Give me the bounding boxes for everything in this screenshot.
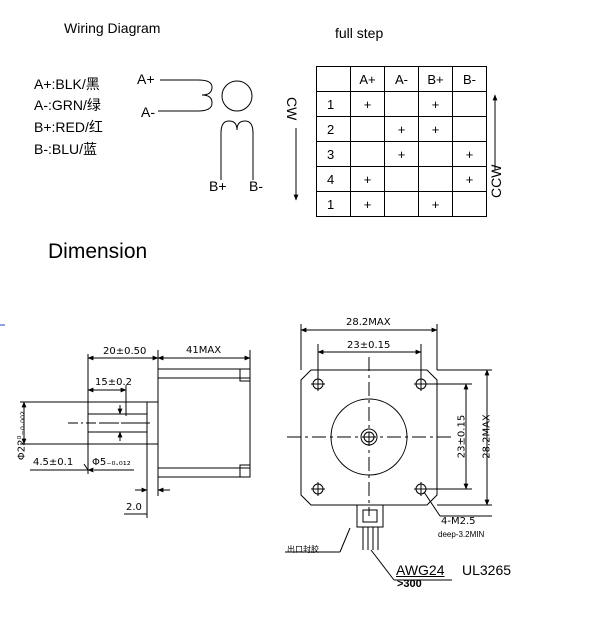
coil-a-symbol bbox=[158, 79, 253, 112]
dim-front-height-max: 28.2MAX bbox=[481, 414, 493, 459]
table-cell: + bbox=[418, 191, 453, 217]
dim-flat-length: 15±0.2 bbox=[95, 377, 133, 388]
motor-side-view bbox=[68, 368, 251, 478]
coil-label-a-plus: A+ bbox=[137, 71, 155, 87]
coil-label-b-plus: B+ bbox=[209, 178, 227, 194]
lead-length: >300 bbox=[397, 578, 422, 590]
dim-shaft-length: 20±0.50 bbox=[103, 346, 147, 357]
dim-boss-diameter: Φ22⁰₋₀.₀₀₂ bbox=[16, 410, 28, 461]
coil-b-symbol bbox=[220, 120, 254, 180]
dim-mount-holes: 4-M2.5 bbox=[441, 516, 476, 527]
dimension-title: Dimension bbox=[48, 240, 148, 263]
table-cell: + bbox=[384, 116, 419, 142]
step-sequence-table: A+ A- B+ B- 1 + + 2 + + 3 + + 4 + + 1 + … bbox=[316, 66, 487, 217]
dim-front-width-max: 28.2MAX bbox=[346, 317, 391, 328]
table-cell: 3 bbox=[316, 141, 351, 167]
wiring-diagram-title: Wiring Diagram bbox=[64, 20, 161, 36]
wire-legend-a-plus: A+:BLK/黑 bbox=[34, 76, 100, 92]
wire-standard: UL3265 bbox=[462, 562, 512, 578]
table-cell bbox=[418, 166, 453, 192]
table-row: 3 + + bbox=[316, 141, 487, 167]
table-cell: + bbox=[452, 141, 487, 167]
dim-body-length: 41MAX bbox=[186, 345, 222, 356]
wire-legend-b-minus: B-:BLU/蓝 bbox=[34, 141, 98, 157]
wire-gauge: AWG24 bbox=[396, 562, 445, 578]
table-cell bbox=[384, 191, 419, 217]
motor-front-view bbox=[287, 357, 452, 550]
dim-boss-height: 2.0 bbox=[126, 502, 142, 513]
table-cell bbox=[452, 191, 487, 217]
dim-flat-depth: 4.5±0.1 bbox=[33, 457, 74, 468]
table-cell bbox=[384, 91, 419, 117]
dim-hole-depth: deep-3.2MIN bbox=[438, 530, 485, 539]
coil-label-b-minus: B- bbox=[249, 178, 263, 194]
wire-legend-a-minus: A-:GRN/绿 bbox=[34, 97, 101, 113]
outlet-seal-note: 出口封胶 bbox=[287, 545, 319, 554]
step-table-title: full step bbox=[335, 25, 384, 41]
table-header-row: A+ A- B+ B- bbox=[316, 66, 487, 92]
table-cell: 1 bbox=[316, 191, 351, 217]
table-header-cell: A- bbox=[384, 66, 419, 92]
dim-shaft-diameter: Φ5₋₀.₀₁₂ bbox=[92, 457, 131, 468]
table-header-cell: B- bbox=[452, 66, 487, 92]
dim-hole-spacing-width: 23±0.15 bbox=[347, 340, 391, 351]
coil-label-a-minus: A- bbox=[141, 104, 155, 120]
wire-legend-b-plus: B+:RED/红 bbox=[34, 119, 103, 135]
table-row: 2 + + bbox=[316, 116, 487, 142]
dim-hole-spacing-height: 23±0.15 bbox=[456, 414, 468, 459]
table-row: 1 + + bbox=[316, 191, 487, 217]
